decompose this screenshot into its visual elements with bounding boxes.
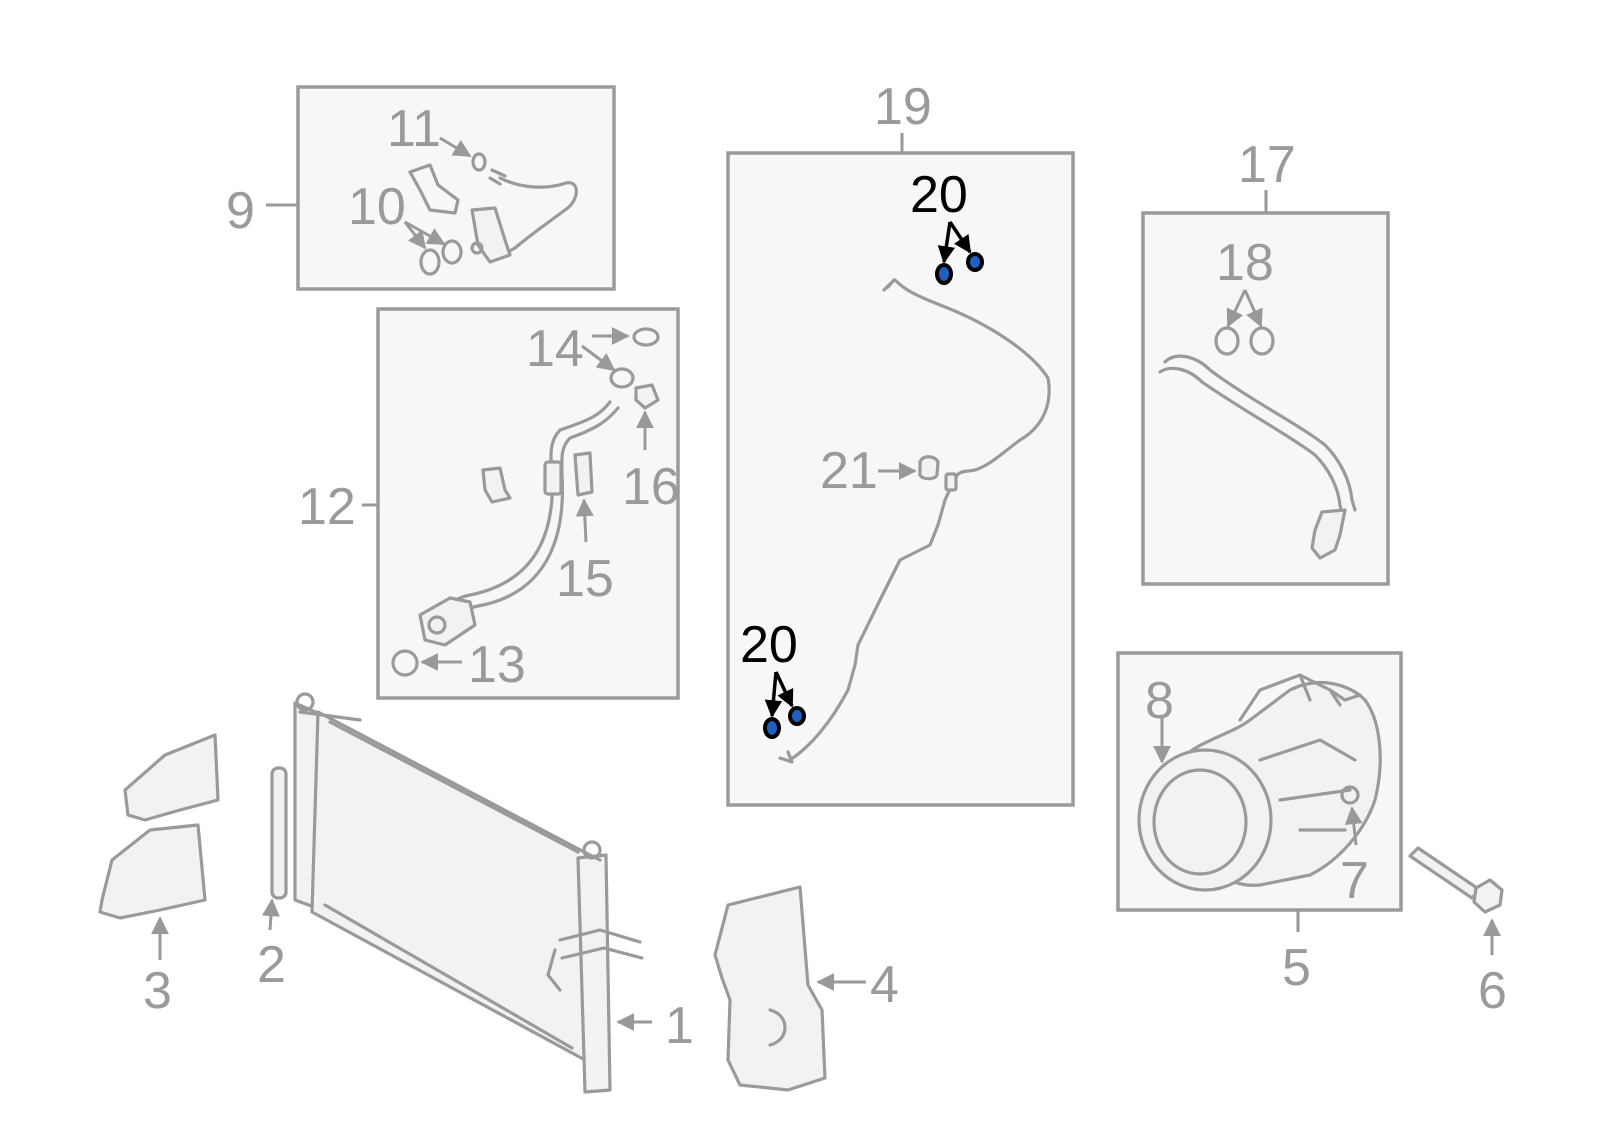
label-part-9: 9 — [226, 182, 255, 240]
label-part-11: 11 — [387, 100, 441, 158]
oring-20-bottom[interactable] — [763, 671, 806, 739]
condenser-1 — [261, 692, 652, 1094]
label-part-17: 17 — [1238, 136, 1296, 194]
group-box-9 — [266, 85, 616, 291]
shield-4 — [713, 885, 866, 1092]
label-part-3: 3 — [143, 962, 172, 1020]
label-part-20-top: 20 — [910, 166, 968, 224]
label-part-10: 10 — [348, 178, 406, 236]
bolt-6 — [1408, 846, 1504, 955]
label-part-15: 15 — [556, 550, 614, 608]
group-box-12 — [362, 307, 680, 700]
group-box-17 — [1141, 190, 1390, 586]
oring-20-top[interactable] — [935, 221, 984, 285]
label-part-16: 16 — [622, 458, 680, 516]
label-part-19: 19 — [874, 78, 932, 136]
label-part-14: 14 — [526, 320, 584, 378]
label-part-4: 4 — [870, 956, 899, 1014]
label-part-18: 18 — [1216, 234, 1274, 292]
label-part-20-bottom: 20 — [740, 616, 798, 674]
label-part-6: 6 — [1478, 962, 1507, 1020]
group-box-5 — [1116, 651, 1403, 932]
label-part-7: 7 — [1340, 852, 1369, 910]
label-part-21: 21 — [820, 442, 878, 500]
group-box-19 — [726, 133, 1075, 807]
label-part-2: 2 — [257, 936, 286, 994]
label-part-13: 13 — [468, 636, 526, 694]
label-part-1: 1 — [665, 997, 694, 1055]
shield-3 — [98, 733, 220, 960]
label-part-5: 5 — [1282, 939, 1311, 997]
label-part-8: 8 — [1145, 672, 1174, 730]
label-part-12: 12 — [298, 478, 356, 536]
